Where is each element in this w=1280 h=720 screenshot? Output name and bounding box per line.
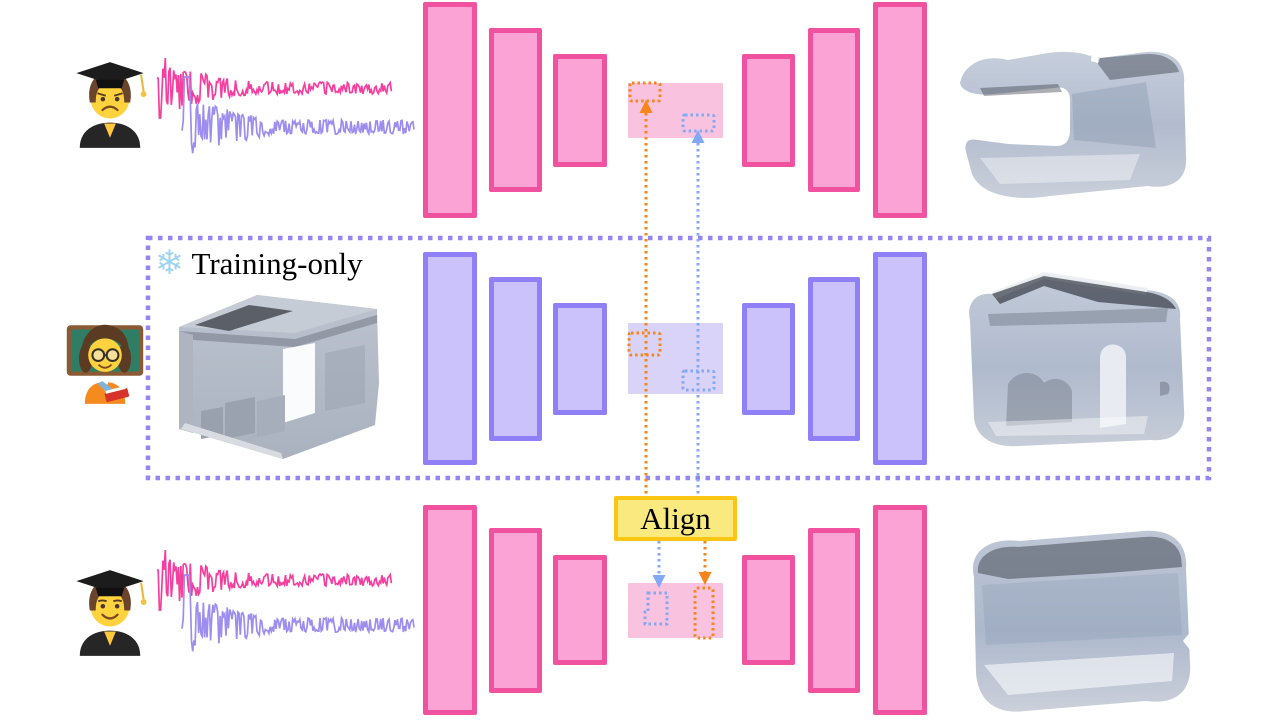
collar bbox=[104, 123, 116, 138]
furniture bbox=[1006, 372, 1072, 426]
snowflake-icon: ❄ bbox=[155, 243, 184, 283]
frown-mouth bbox=[101, 105, 119, 112]
face bbox=[90, 79, 130, 119]
furniture bbox=[225, 397, 255, 439]
training-only-label: ❄ Training-only bbox=[155, 246, 363, 280]
latent-block-student-row-top bbox=[628, 82, 723, 138]
cap-band bbox=[95, 79, 125, 89]
align-box: Align bbox=[614, 496, 737, 541]
training-only-text: Training-only bbox=[191, 245, 363, 281]
cap-band bbox=[95, 587, 125, 597]
teacher-emoji bbox=[66, 324, 144, 404]
encoder-bar-2-teacher-row bbox=[489, 276, 542, 441]
smile-mouth bbox=[101, 613, 119, 620]
mortarboard bbox=[76, 62, 144, 84]
tassel bbox=[140, 582, 145, 600]
student-happy-emoji bbox=[76, 570, 147, 656]
decoder-bar-1-student-row-top bbox=[742, 53, 795, 167]
latent-block-student-row-bottom bbox=[628, 582, 723, 638]
output-mesh-teacher bbox=[969, 272, 1185, 447]
smile-mouth bbox=[98, 364, 112, 369]
arch-opening bbox=[1100, 344, 1126, 428]
encoder-bar-1-teacher-row bbox=[423, 252, 477, 465]
output-mesh-coarse bbox=[960, 47, 1187, 198]
decoder-bar-1-teacher-row bbox=[742, 302, 795, 415]
encoder-bar-1-student-row-bottom bbox=[423, 505, 477, 715]
latent-block-teacher-row bbox=[628, 323, 723, 394]
collar bbox=[104, 631, 116, 646]
input-3d-room-model bbox=[179, 295, 379, 459]
encoder-bar-2-student-row-top bbox=[489, 28, 542, 192]
glasses-left bbox=[91, 348, 106, 363]
tassel bbox=[140, 74, 145, 92]
glasses-right bbox=[105, 348, 120, 363]
encoder-bar-3-student-row-top bbox=[553, 53, 607, 167]
mortarboard bbox=[76, 570, 144, 592]
encoder-bar-2-student-row-bottom bbox=[489, 527, 542, 693]
face bbox=[90, 587, 130, 627]
output-mesh-aligned bbox=[973, 530, 1191, 712]
left-wall bbox=[179, 331, 193, 433]
student-confused-emoji bbox=[76, 62, 147, 148]
binaural-waveform-top bbox=[156, 57, 415, 154]
encoder-bar-3-student-row-bottom bbox=[553, 555, 607, 665]
decoder-bar-2-teacher-row bbox=[808, 276, 860, 441]
furniture bbox=[257, 395, 285, 437]
decoder-bar-1-student-row-bottom bbox=[742, 555, 795, 665]
decoder-bar-3-student-row-bottom bbox=[873, 505, 927, 715]
decoder-bar-2-student-row-top bbox=[808, 28, 860, 192]
decoder-bar-3-teacher-row bbox=[873, 252, 927, 465]
book bbox=[104, 388, 130, 402]
hair bbox=[81, 324, 129, 371]
door-opening bbox=[283, 343, 315, 423]
encoder-bar-1-student-row-top bbox=[423, 2, 477, 218]
decoder-bar-3-student-row-top bbox=[873, 2, 927, 218]
encoder-bar-3-teacher-row bbox=[553, 302, 607, 415]
decoder-bar-2-student-row-bottom bbox=[808, 527, 860, 693]
binaural-waveform-bottom bbox=[156, 549, 415, 652]
align-label: Align bbox=[640, 500, 711, 536]
